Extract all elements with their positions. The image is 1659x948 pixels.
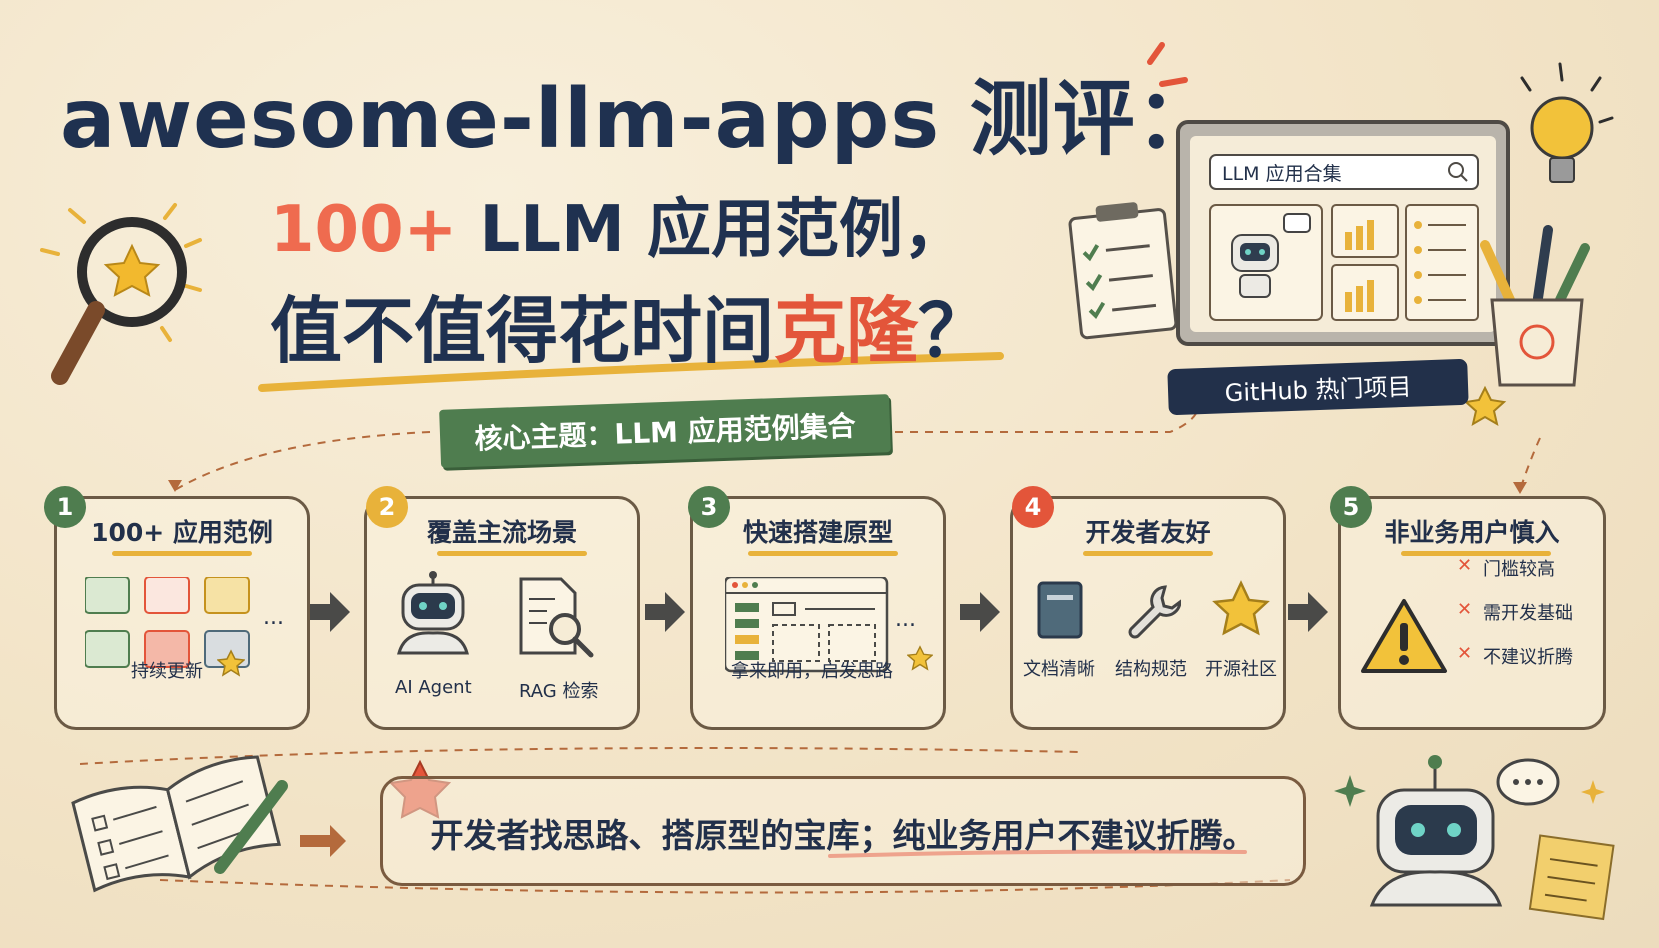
notebook-icon: [71, 755, 282, 893]
title-question-mark: ？: [918, 289, 991, 373]
title-line-2: 100+ LLM 应用范例，: [270, 178, 967, 270]
step-badge-4: 4: [1012, 486, 1054, 528]
scenario-label-rag: RAG 检索: [519, 681, 599, 702]
star-icon: [907, 645, 933, 671]
title-line-1: awesome-llm-apps 测评：: [60, 72, 1219, 167]
pencil-icon: [214, 780, 288, 874]
caution-item-1: 门槛较高: [1483, 559, 1555, 580]
title-highlight: 克隆: [774, 289, 919, 373]
accent-marks-icon: [1147, 42, 1188, 87]
step-card-3: 快速搭建原型 ... 拿来即用，启发思路: [690, 496, 946, 730]
title-subject: LLM 应用范例，: [457, 193, 968, 267]
step-badge-3: 3: [688, 486, 730, 528]
conclusion-text: 开发者找思路、搭原型的宝库；纯业务用户不建议折腾。: [430, 816, 1256, 855]
pencil-cup-icon: [1480, 225, 1590, 387]
caution-item-2: 需开发基础: [1483, 603, 1573, 624]
clipboard-icon: [1068, 202, 1178, 340]
warning-icon: [1361, 599, 1447, 673]
ai-agent-robot-icon: [397, 571, 469, 655]
prototype-ellipsis: ...: [895, 607, 916, 632]
star-icon: [217, 649, 245, 677]
step-card-2: 覆盖主流场景 AI Agent RAG 检索: [364, 496, 640, 730]
caution-x-icon: ✕: [1457, 555, 1473, 576]
prototype-window-icon: [725, 577, 889, 673]
browser-window-illustration: [1176, 120, 1510, 346]
browser-search-text: LLM 应用合集: [1222, 163, 1342, 185]
light-bulb-icon: [1520, 62, 1614, 183]
magnifier-icon: [40, 203, 202, 385]
step-caption: 持续更新: [131, 661, 203, 682]
feature-label-docs: 文档清晰: [1023, 659, 1095, 680]
robot-icon: [1369, 755, 1560, 907]
caution-x-icon: ✕: [1457, 599, 1473, 620]
sparkle-icon: [1334, 775, 1366, 807]
step-card-4: 开发者友好 文档清晰 结构规范 开源社区: [1010, 496, 1286, 730]
title-line-3: 值不值得花时间克隆？: [270, 272, 990, 377]
sparkle-icon: [1581, 780, 1605, 804]
caution-x-icon: ✕: [1457, 643, 1473, 664]
step-title: 覆盖主流场景: [426, 518, 577, 547]
conclusion-box: 开发者找思路、搭原型的宝库；纯业务用户不建议折腾。: [380, 776, 1306, 886]
step-badge-2: 2: [366, 486, 408, 528]
step-caption: 拿来即用，启发思路: [731, 661, 893, 682]
feature-label-community: 开源社区: [1205, 659, 1277, 680]
scenario-label-ai-agent: AI Agent: [395, 677, 472, 698]
step-title: 开发者友好: [1085, 518, 1211, 547]
step-badge-5: 5: [1330, 486, 1372, 528]
rag-search-document-icon: [519, 577, 594, 658]
step-title: 100+ 应用范例: [91, 518, 273, 547]
star-icon: [1463, 385, 1507, 427]
caution-item-3: 不建议折腾: [1483, 647, 1573, 668]
title-underline: [258, 352, 1004, 392]
step-title: 快速搭建原型: [742, 518, 893, 547]
step-badge-1: 1: [44, 486, 86, 528]
feature-label-structure: 结构规范: [1115, 659, 1187, 680]
title-count: 100+: [270, 193, 458, 267]
documentation-book-icon: [1037, 581, 1083, 639]
sticky-note-icon: [1528, 834, 1615, 921]
tiles-ellipsis: ...: [263, 605, 284, 630]
title-question-start: 值不值得花时间: [270, 289, 775, 373]
wrench-icon: [1128, 585, 1181, 639]
step-card-5: 非业务用户慎入 ✕ 门槛较高 ✕ 需开发基础 ✕ 不建议折腾: [1338, 496, 1606, 730]
open-source-star-icon: [1212, 580, 1270, 636]
step-title: 非业务用户慎入: [1384, 518, 1560, 547]
app-tiles-icon: [85, 577, 250, 668]
step-card-1: 100+ 应用范例 ... 持续更新: [54, 496, 310, 730]
